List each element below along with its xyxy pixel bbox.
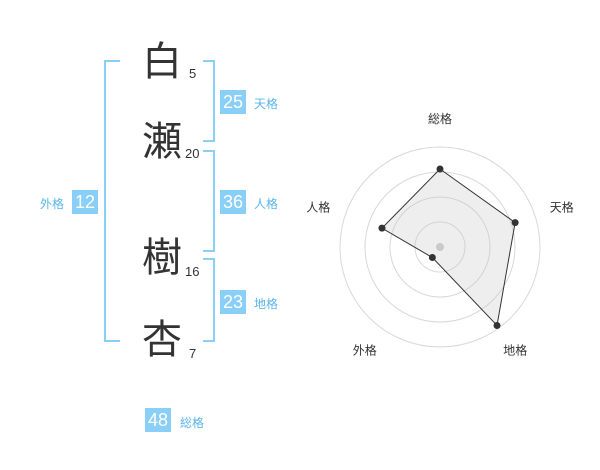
- stroke-count-2: 20: [185, 146, 200, 161]
- jinkaku-bracket: [203, 150, 215, 252]
- chikaku-label: 地格: [254, 297, 279, 311]
- soukaku-label: 総格: [180, 416, 205, 430]
- radar-axis-label-3: 地格: [503, 343, 527, 358]
- tenkaku-value: 25: [220, 90, 247, 114]
- radar-center-dot: [436, 243, 444, 251]
- stroke-count-1: 5: [189, 66, 197, 81]
- radar-axis-label-2: 天格: [550, 199, 574, 214]
- radar-grid-ring: [389, 196, 491, 298]
- gaikaku-bracket: [104, 60, 120, 342]
- chikaku-value: 23: [220, 290, 247, 314]
- radar-point-5: [378, 224, 386, 232]
- name-char-3: 樹: [142, 235, 182, 281]
- soukaku-value: 48: [145, 408, 172, 432]
- gaikaku-value: 12: [72, 190, 99, 214]
- tenkaku-label: 天格: [254, 97, 279, 111]
- jinkaku-value: 36: [220, 190, 247, 214]
- radar-axis-label-4: 外格: [353, 343, 377, 358]
- radar-grid-ring: [339, 146, 541, 348]
- gaikaku-label: 外格: [40, 197, 65, 211]
- stroke-count-4: 7: [189, 346, 197, 361]
- radar-axis-label-1: 総格: [428, 111, 452, 126]
- radar-point-1: [436, 165, 444, 173]
- name-char-1: 白: [142, 39, 182, 85]
- stroke-count-3: 16: [185, 264, 200, 279]
- radar-point-4: [428, 254, 436, 262]
- radar-point-2: [511, 219, 519, 227]
- name-char-2: 瀬: [142, 119, 182, 165]
- radar-axis-label-5: 人格: [306, 199, 330, 214]
- radar-series-area: [381, 168, 516, 327]
- tenkaku-bracket: [203, 60, 215, 142]
- radar-point-3: [493, 321, 501, 329]
- chikaku-bracket: [203, 258, 215, 342]
- jinkaku-label: 人格: [254, 197, 279, 211]
- name-char-4: 杏: [142, 317, 182, 363]
